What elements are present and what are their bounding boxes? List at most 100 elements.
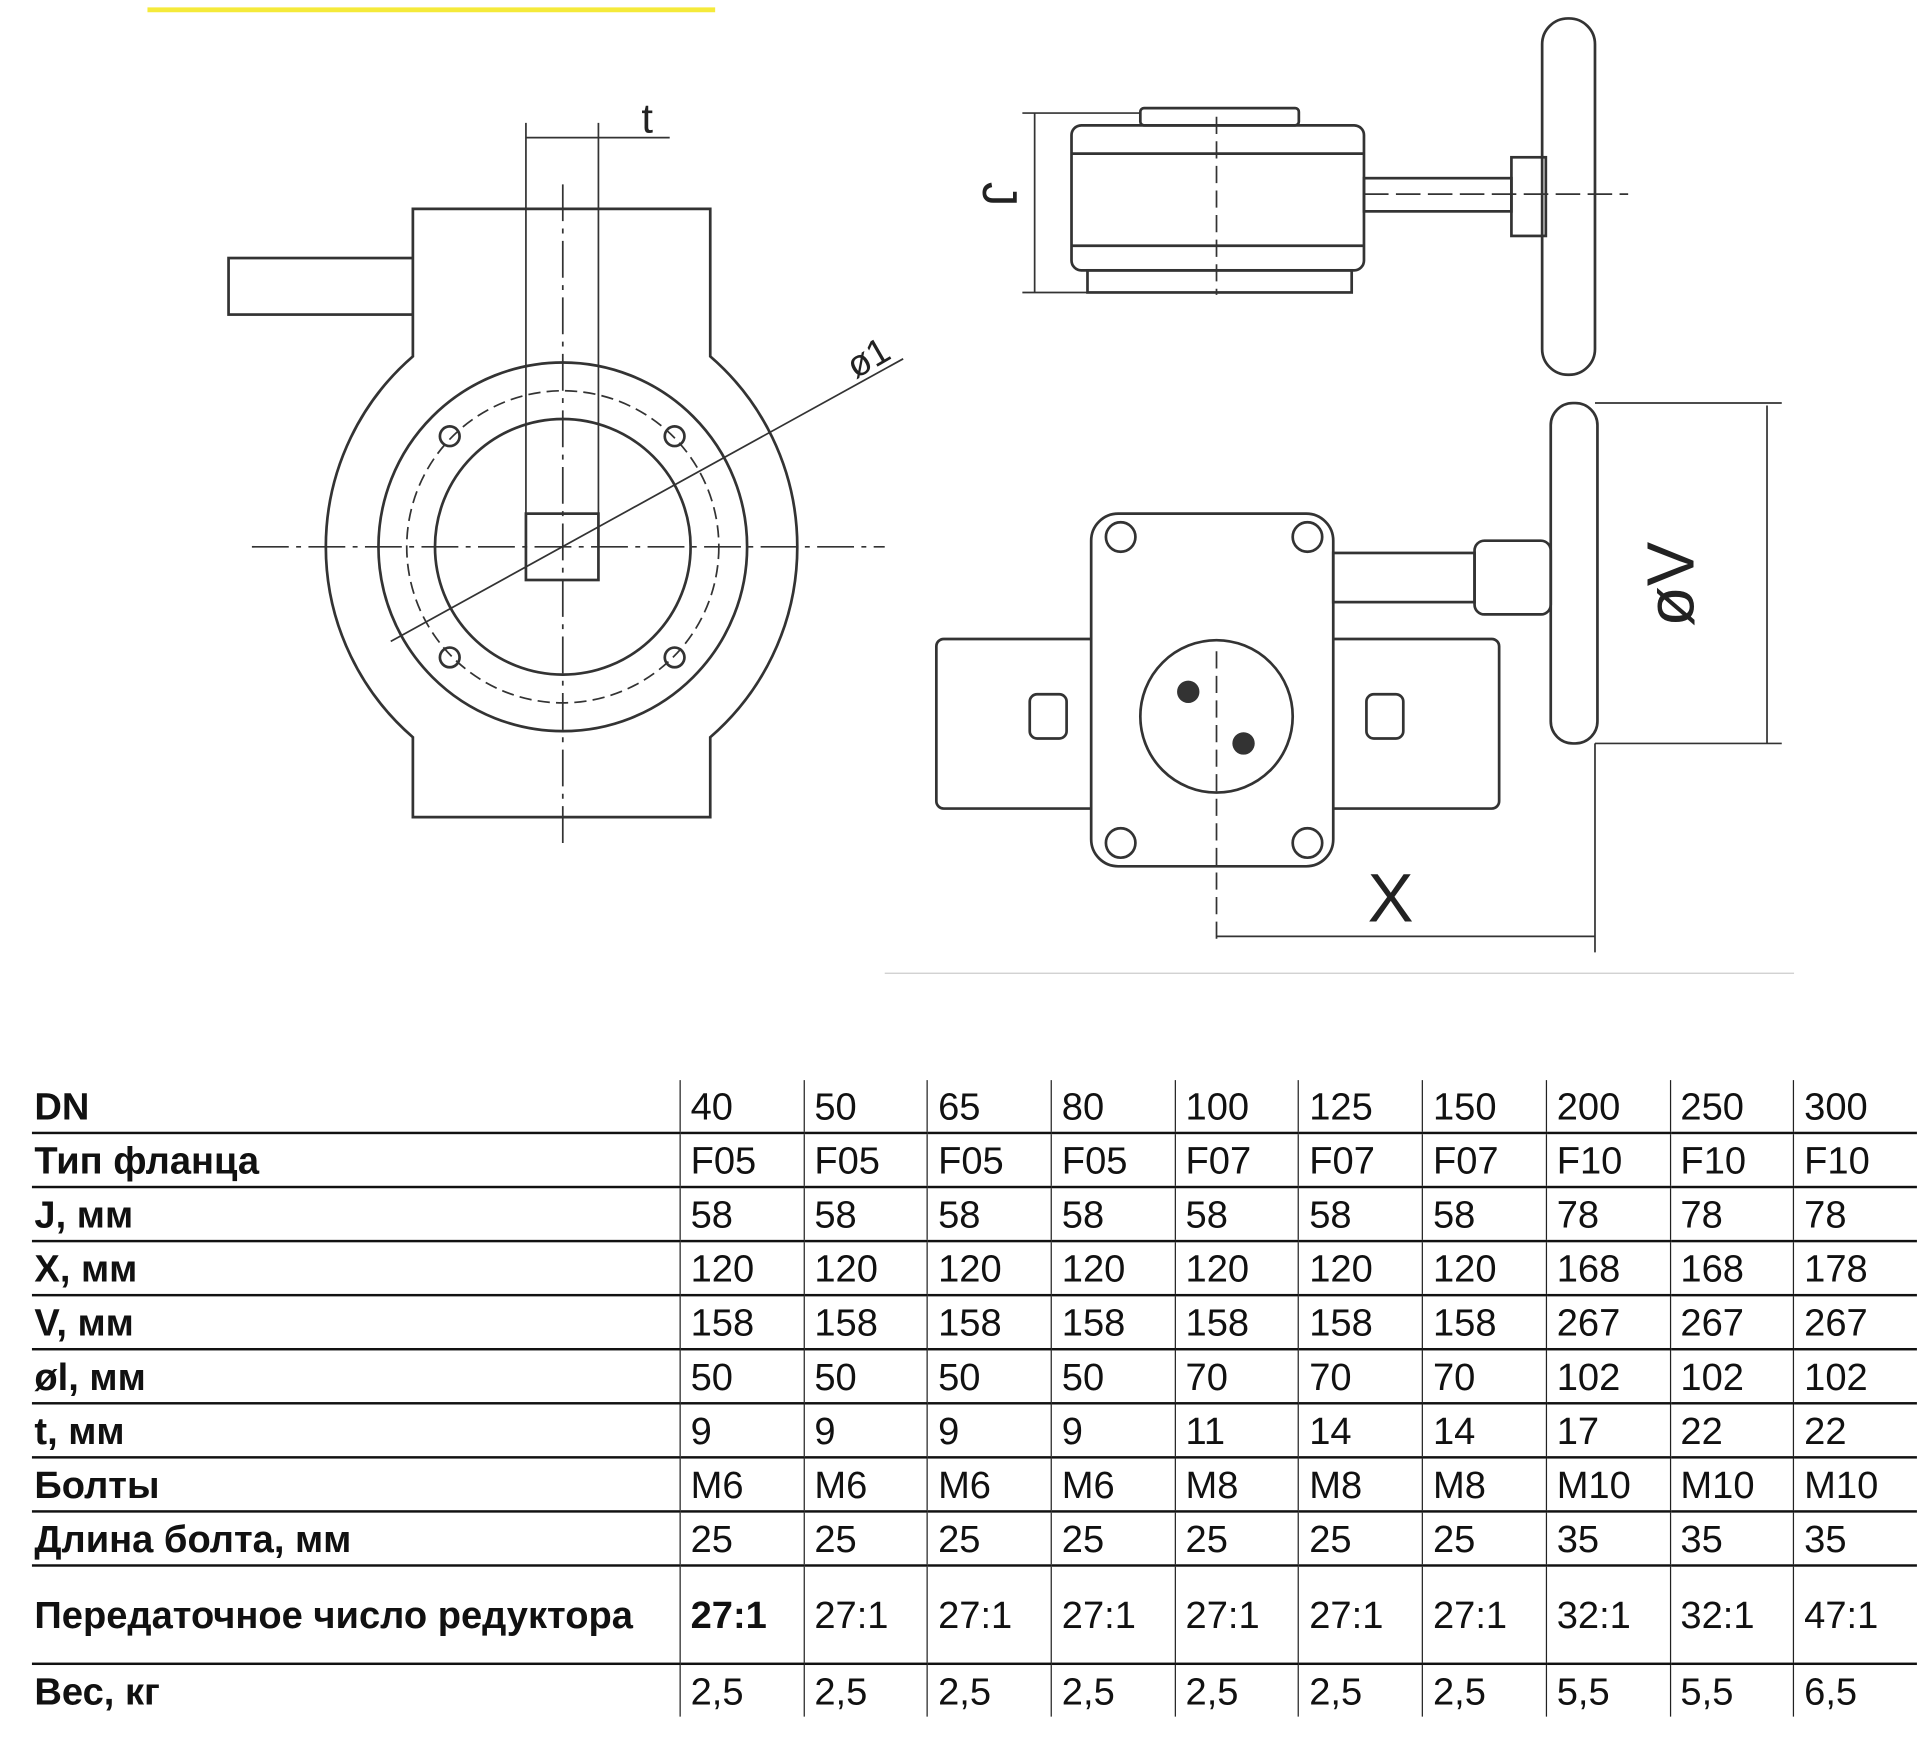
table-cell: 70 (1174, 1349, 1299, 1405)
dim-j-label: J (972, 182, 1026, 207)
table-cell: 158 (927, 1295, 1052, 1351)
table-cell: 58 (1050, 1187, 1176, 1243)
table-cell: 32:1 (1545, 1565, 1670, 1666)
table-cell: 27:1 (1421, 1565, 1547, 1666)
table-cell: 9 (1050, 1403, 1176, 1459)
gearbox-top-view (884, 401, 1795, 974)
table-cell: 11 (1174, 1403, 1299, 1459)
table-cell: 158 (1050, 1295, 1176, 1351)
table-cell: M8 (1421, 1457, 1547, 1513)
table-cell: M8 (1298, 1457, 1423, 1513)
table-cell: 9 (927, 1403, 1052, 1459)
valve-front-view (227, 122, 904, 848)
row-label: Передаточное число редуктора (31, 1565, 681, 1666)
table-cell: 9 (803, 1403, 928, 1459)
table-cell: 40 (679, 1080, 804, 1135)
table-cell: 35 (1545, 1511, 1670, 1567)
table-cell: 50 (803, 1349, 928, 1405)
dim-t-label: t (641, 95, 653, 142)
gearbox-side-view (1022, 17, 1629, 377)
table-cell: 2,5 (1174, 1663, 1299, 1717)
table-cell: 25 (1421, 1511, 1547, 1567)
table-cell: 168 (1545, 1241, 1670, 1297)
table-cell: 17 (1545, 1403, 1670, 1459)
row-label: X, мм (31, 1241, 681, 1297)
table-cell: 120 (1050, 1241, 1176, 1297)
table-cell: M6 (1050, 1457, 1176, 1513)
row-label: Тип фланца (31, 1132, 681, 1189)
table-cell: F07 (1421, 1132, 1547, 1189)
table-cell: 158 (803, 1295, 928, 1351)
table-cell: 47:1 (1793, 1565, 1917, 1666)
table-cell: 100 (1174, 1080, 1299, 1135)
table-cell: 120 (1174, 1241, 1299, 1297)
table-cell: F10 (1793, 1132, 1917, 1189)
table-cell: M10 (1669, 1457, 1794, 1513)
table-cell: 2,5 (1298, 1663, 1423, 1717)
table-cell: 120 (679, 1241, 804, 1297)
table-cell: 25 (1050, 1511, 1176, 1567)
table-cell: 150 (1421, 1080, 1547, 1135)
table-cell: 58 (1174, 1187, 1299, 1243)
table-cell: 2,5 (1050, 1663, 1176, 1717)
table-cell: 158 (1174, 1295, 1299, 1351)
table-cell: 35 (1793, 1511, 1917, 1567)
table-cell: M10 (1545, 1457, 1670, 1513)
table-cell: 120 (1421, 1241, 1547, 1297)
row-label: V, мм (31, 1295, 681, 1351)
table-cell: 25 (1174, 1511, 1299, 1567)
table-cell: M6 (679, 1457, 804, 1513)
table-cell: 65 (927, 1080, 1052, 1135)
table-cell: F07 (1298, 1132, 1423, 1189)
table-cell: 200 (1545, 1080, 1670, 1135)
table-cell: 25 (803, 1511, 928, 1567)
dim-v-label: øV (1634, 542, 1708, 627)
table-cell: 158 (1298, 1295, 1423, 1351)
row-label: J, мм (31, 1187, 681, 1243)
table-cell: 14 (1298, 1403, 1423, 1459)
row-label: Вес, кг (34, 1669, 160, 1713)
table-cell: M8 (1174, 1457, 1299, 1513)
table-cell: 158 (679, 1295, 804, 1351)
table-cell: 14 (1421, 1403, 1547, 1459)
table-cell: 27:1 (1050, 1565, 1176, 1666)
table-cell: 22 (1669, 1403, 1794, 1459)
table-cell: 120 (1298, 1241, 1423, 1297)
table-cell: 50 (803, 1080, 928, 1135)
table-cell: 35 (1669, 1511, 1794, 1567)
table-cell: 125 (1298, 1080, 1423, 1135)
table-cell: 50 (679, 1349, 804, 1405)
table-cell: F05 (803, 1132, 928, 1189)
table-cell: 27:1 (1298, 1565, 1423, 1666)
table-cell: 102 (1669, 1349, 1794, 1405)
table-cell: F05 (927, 1132, 1052, 1189)
table-cell: 58 (1298, 1187, 1423, 1243)
table-cell: 178 (1793, 1241, 1917, 1297)
table-cell: 250 (1669, 1080, 1794, 1135)
table-cell: 58 (803, 1187, 928, 1243)
table-cell: 27:1 (1174, 1565, 1299, 1666)
table-cell: 168 (1669, 1241, 1794, 1297)
table-cell: 120 (803, 1241, 928, 1297)
table-cell: 120 (927, 1241, 1052, 1297)
table-cell: 78 (1669, 1187, 1794, 1243)
technical-drawing: t ø1 J øV X (147, 7, 1795, 974)
row-label: t, мм (31, 1403, 681, 1459)
table-cell: 102 (1793, 1349, 1917, 1405)
table-cell: 50 (1050, 1349, 1176, 1405)
table-cell: 9 (679, 1403, 804, 1459)
table-cell: 25 (927, 1511, 1052, 1567)
table-cell: 2,5 (1421, 1663, 1547, 1717)
row-label: øl, мм (31, 1349, 681, 1405)
table-cell: 2,5 (679, 1663, 804, 1717)
table-cell: F10 (1545, 1132, 1670, 1189)
